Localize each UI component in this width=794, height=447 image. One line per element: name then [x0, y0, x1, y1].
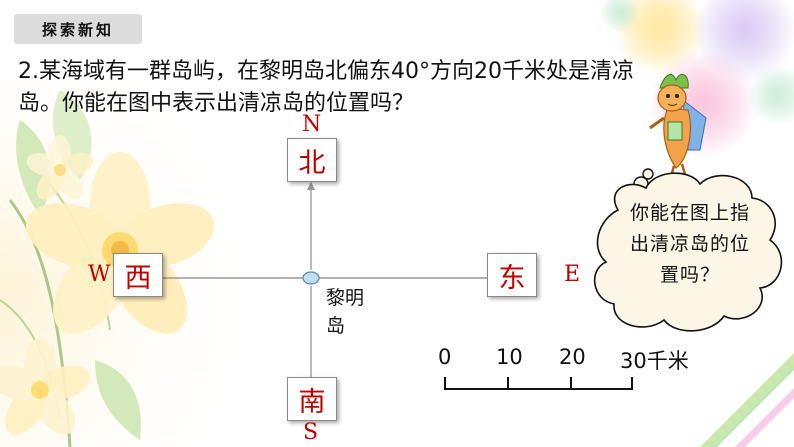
thought-bubble-text: 你能在图上指出清凉岛的位置吗？ [626, 198, 754, 291]
